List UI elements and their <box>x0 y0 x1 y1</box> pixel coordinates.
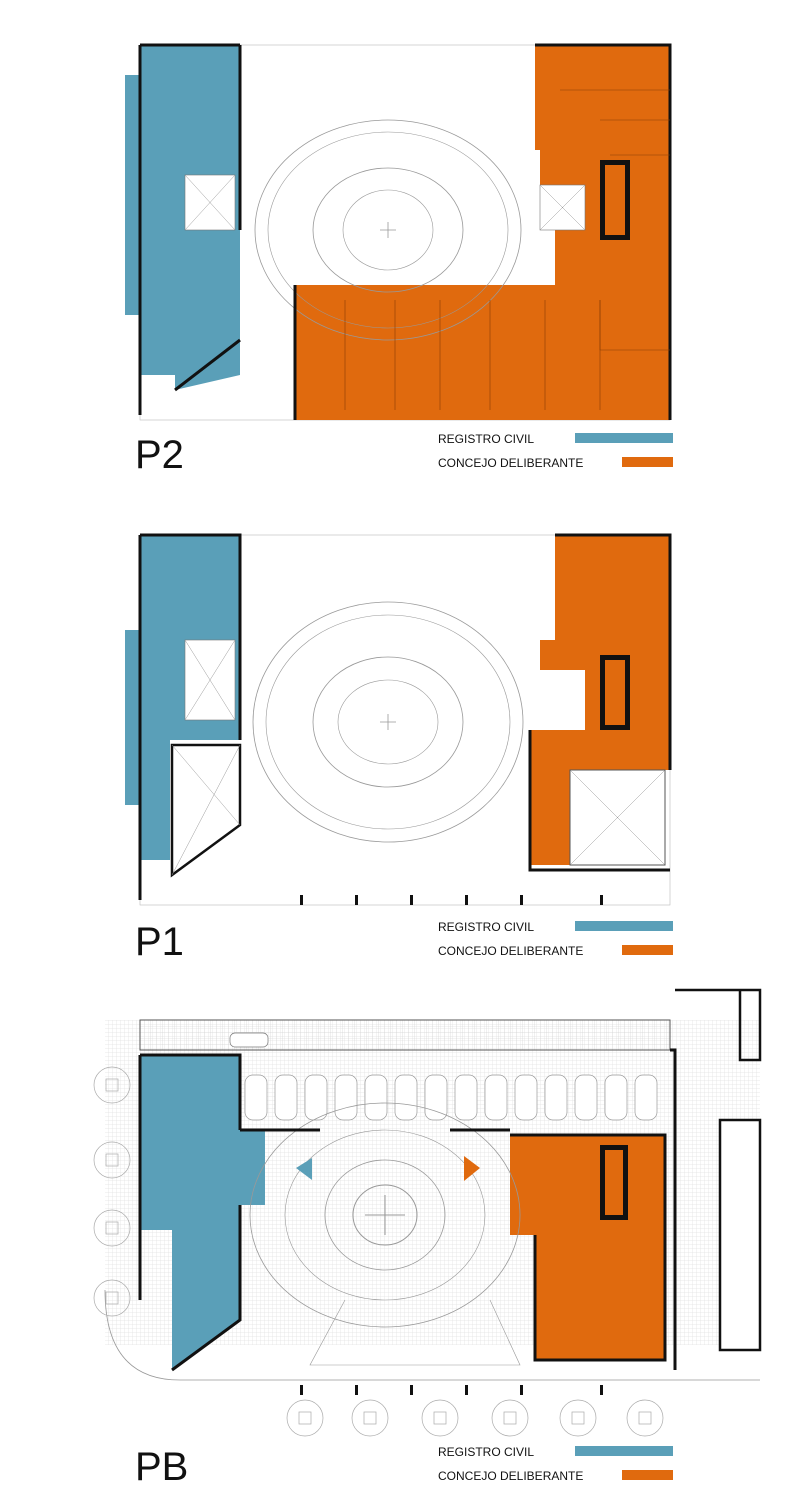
pb-registro-civil-area <box>140 1055 265 1370</box>
floor-pb <box>93 988 762 1437</box>
floor-p1-labels: P1 REGISTRO CIVIL CONCEJO DELIBERANTE <box>135 920 673 964</box>
p1-registro-left-wing <box>125 630 140 805</box>
registro-entrance-arrow-icon <box>296 1158 312 1180</box>
floor-p1 <box>125 533 672 906</box>
legend-swatch-concejo-deliberante <box>622 945 673 955</box>
legend-label-registro-civil: REGISTRO CIVIL <box>438 920 534 934</box>
floor-level-label: PB <box>135 1445 188 1489</box>
legend-label-concejo-deliberante: CONCEJO DELIBERANTE <box>438 944 583 958</box>
legend-swatch-registro-civil <box>575 433 673 443</box>
floor-p2-labels: P2 REGISTRO CIVIL CONCEJO DELIBERANTE <box>135 432 673 477</box>
p2-rotunda-stairs <box>254 119 522 341</box>
floor-pb-labels: PB REGISTRO CIVIL CONCEJO DELIBERANTE <box>135 1445 673 1489</box>
floor-level-label: P2 <box>135 433 184 477</box>
legend-label-registro-civil: REGISTRO CIVIL <box>438 1445 534 1459</box>
street-trees <box>93 1066 664 1437</box>
floor-level-label: P1 <box>135 920 184 964</box>
pb-rotunda-plaza <box>249 1102 521 1366</box>
p1-rotunda-stairs <box>252 601 524 843</box>
p2-concejo-deliberante-area <box>295 45 670 420</box>
p2-registro-left-wing <box>125 75 140 315</box>
legend-swatch-concejo-deliberante <box>622 1470 673 1480</box>
legend-swatch-concejo-deliberante <box>622 457 673 467</box>
legend-swatch-registro-civil <box>575 921 673 931</box>
concejo-entrance-arrow-icon <box>464 1156 480 1181</box>
legend-label-concejo-deliberante: CONCEJO DELIBERANTE <box>438 1469 583 1483</box>
legend-label-concejo-deliberante: CONCEJO DELIBERANTE <box>438 456 583 470</box>
floor-p2 <box>125 43 672 421</box>
legend-swatch-registro-civil <box>575 1446 673 1456</box>
legend-label-registro-civil: REGISTRO CIVIL <box>438 432 534 446</box>
